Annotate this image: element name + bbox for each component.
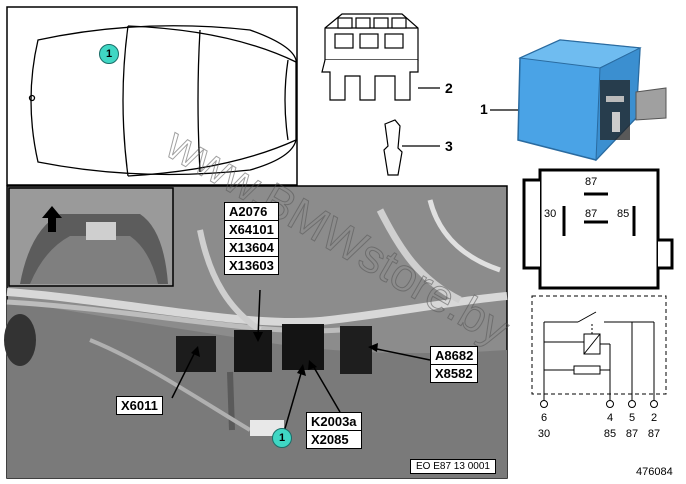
location-badge-photo: 1 — [272, 428, 292, 448]
connector-label: X64101 — [224, 221, 279, 239]
label-x6011: X6011 — [116, 396, 163, 415]
photo-leader-lines — [171, 289, 431, 433]
wiring-pin-number: 2 — [650, 412, 658, 424]
part-number-2: 2 — [445, 80, 453, 96]
wiring-pin-number: 6 — [540, 412, 548, 424]
photo-detail — [4, 199, 508, 478]
photo-arrowheads — [191, 332, 378, 376]
part-number-1: 1 — [480, 101, 488, 117]
label-a8682: A8682 — [430, 346, 479, 365]
connector-label: X13604 — [224, 239, 279, 257]
terminal-pin-drawing — [383, 119, 440, 176]
inset-detail — [20, 206, 168, 284]
wiring-pin-number: 4 — [606, 412, 614, 424]
relay-pin-30: 30 — [544, 208, 557, 220]
connector-label: A2076 — [224, 202, 279, 221]
part-number-3: 3 — [445, 138, 453, 154]
wiring-schematic — [531, 295, 667, 408]
label-k2003a: K2003a — [306, 412, 362, 431]
wiring-pin-terminal: 87 — [625, 428, 639, 440]
image-number: 476084 — [636, 466, 673, 478]
relay-pin-87-mid: 87 — [585, 208, 598, 220]
label-x8582: X8582 — [430, 365, 479, 383]
blue-relay-drawing — [490, 39, 667, 162]
location-badge-top: 1 — [99, 44, 119, 64]
label-stack-a8682: A8682 X8582 — [430, 346, 479, 383]
wiring-pin-terminal: 85 — [603, 428, 617, 440]
wiring-pin-terminal: 30 — [537, 428, 551, 440]
relay-pin-87-top: 87 — [585, 176, 598, 188]
connector-label-stack: A2076 X64101 X13604 X13603 — [224, 202, 279, 275]
connector-label: X13603 — [224, 257, 279, 275]
relay-symbol — [522, 168, 674, 290]
label-x2085: X2085 — [306, 431, 362, 449]
relay-socket-drawing — [321, 13, 440, 101]
wiring-pin-terminal: 87 — [647, 428, 661, 440]
photo-caption: EO E87 13 0001 — [410, 459, 496, 474]
relay-pin-85: 85 — [617, 208, 630, 220]
car-outline-drawing — [28, 25, 297, 177]
label-stack-k2003a: K2003a X2085 — [306, 412, 362, 449]
wiring-pin-number: 5 — [628, 412, 636, 424]
